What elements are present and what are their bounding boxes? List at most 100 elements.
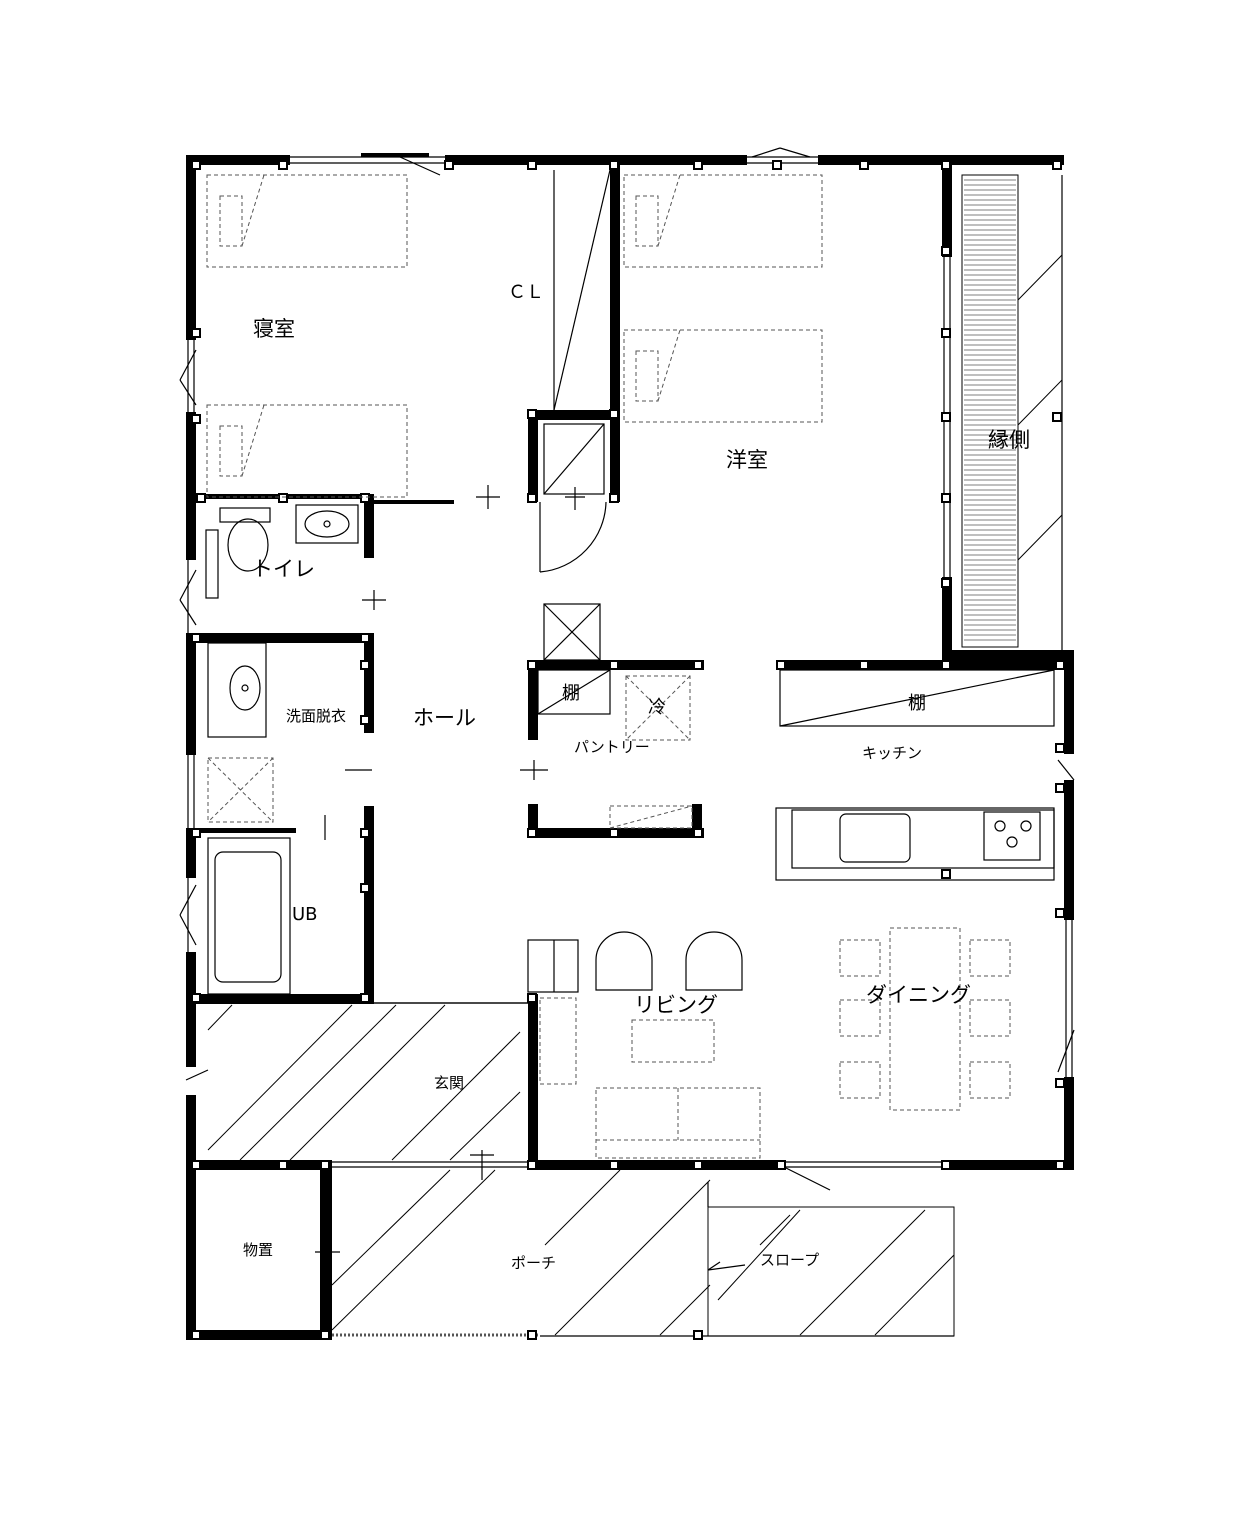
post [1055,1160,1065,1170]
room-label-kitchen-shelf: 棚 [908,693,926,714]
post [320,1160,330,1170]
post [360,715,370,725]
post [196,493,206,503]
post [191,328,201,338]
post [1052,160,1062,170]
post [360,660,370,670]
room-label-pantry: パントリー [574,738,650,756]
room-label-living: リビング [634,993,718,1017]
room-label-washroom: 洗面脱衣 [286,707,346,725]
post [360,828,370,838]
post [191,1330,201,1340]
post [1055,908,1065,918]
post [609,160,619,170]
post [360,633,370,643]
room-label-entrance: 玄関 [434,1074,464,1092]
post [859,660,869,670]
post [191,414,201,424]
post [278,1160,288,1170]
post [1055,783,1065,793]
post [527,828,537,838]
room-label-storage: 物置 [243,1241,273,1259]
room-label-fridge: 冷 [648,697,666,718]
room-label-dining: ダイニング [866,983,971,1007]
post [360,493,370,503]
post [527,1330,537,1340]
post [609,409,619,419]
post [527,660,537,670]
post [941,493,951,503]
post [609,828,619,838]
section-ticks [315,485,585,1253]
post [1055,660,1065,670]
structural-posts [191,160,1065,1340]
post [527,160,537,170]
engawa-deck [961,174,1063,650]
post [527,409,537,419]
post [444,160,454,170]
pantry-fixtures [537,669,693,829]
post [191,993,201,1003]
post [609,1160,619,1170]
post [191,828,201,838]
post [609,660,619,670]
post [941,246,951,256]
unit-bath-tub [207,837,291,995]
porch-hatch [331,1169,711,1336]
post [320,1330,330,1340]
dining-furniture [839,927,1011,1111]
western-room-beds [623,174,823,423]
post [278,493,288,503]
post [527,493,537,503]
room-label-closet: ＣＬ [508,282,544,303]
post [191,1160,201,1170]
room-label-hall: ホール [413,706,476,730]
room-label-unit-bath: UB [292,904,318,925]
room-label-slope: スロープ [760,1251,819,1269]
post [941,869,951,879]
room-label-kitchen: キッチン [862,744,922,762]
post [1055,743,1065,753]
post [527,993,537,1003]
room-label-toilet: トイレ [252,557,315,581]
room-label-engawa: 縁側 [988,428,1030,452]
post [693,1330,703,1340]
toilet-fixtures [205,504,359,599]
living-furniture [527,931,761,1159]
post [693,660,703,670]
post [609,493,619,503]
post [772,160,782,170]
post [859,160,869,170]
post [191,160,201,170]
post [527,1160,537,1170]
post [941,1160,951,1170]
slope-area [707,1182,955,1337]
post [941,160,951,170]
room-label-pantry-shelf: 棚 [562,683,580,704]
post [360,883,370,893]
post [693,1160,703,1170]
entrance-hatch [207,1002,528,1161]
room-label-western-room: 洋室 [726,448,768,472]
hall-fixtures [543,603,601,661]
post [941,578,951,588]
post [360,993,370,1003]
post [693,160,703,170]
post [941,412,951,422]
post [191,633,201,643]
room-label-porch: ポーチ [511,1254,556,1272]
bedroom-beds [206,174,408,498]
post [776,660,786,670]
post [941,328,951,338]
kitchen-fixtures [775,669,1055,881]
western-room-door[interactable] [539,423,607,573]
washroom-fixtures [207,642,274,823]
post [1052,412,1062,422]
post [941,660,951,670]
post [776,1160,786,1170]
post [693,828,703,838]
room-label-bedroom: 寝室 [253,317,295,341]
door-swings[interactable] [179,147,1075,1191]
post [278,160,288,170]
